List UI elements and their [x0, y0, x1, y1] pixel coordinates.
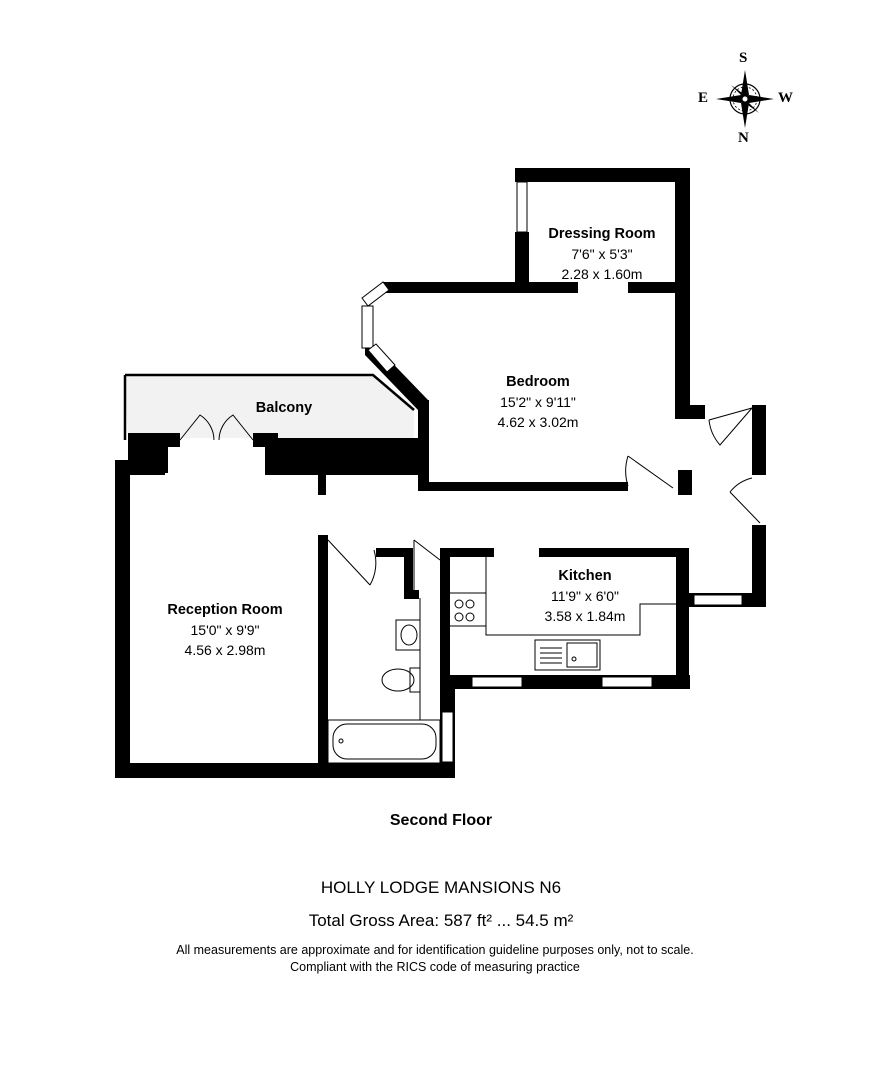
bedroom-label: Bedroom 15'2" x 9'11" 4.62 x 3.02m [468, 372, 608, 432]
reception-room-label: Reception Room 15'0" x 9'9" 4.56 x 2.98m [150, 600, 300, 660]
compass-east-label: E [698, 90, 709, 106]
total-gross-area: Total Gross Area: 587 ft² ... 54.5 m² [308, 911, 574, 930]
bedroom-name: Bedroom [506, 374, 570, 390]
balcony-name: Balcony [255, 400, 313, 416]
dressing-room-metric: 2.28 x 1.60m [561, 266, 643, 282]
balcony-area [123, 373, 415, 440]
doors [179, 407, 761, 590]
dressing-room-label: Dressing Room 7'6" x 5'3" 2.28 x 1.60m [532, 224, 672, 284]
property-name: HOLLY LODGE MANSIONS N6 [320, 878, 562, 897]
kitchen-label: Kitchen 11'9" x 6'0" 3.58 x 1.84m [515, 566, 655, 626]
compass-north-label: N [738, 130, 749, 146]
compass-west-label: W [778, 90, 793, 106]
bathroom-fittings [327, 598, 441, 764]
reception-room-name: Reception Room [167, 602, 283, 618]
bedroom-imperial: 15'2" x 9'11" [500, 394, 576, 410]
windows [361, 181, 743, 763]
kitchen-imperial: 11'9" x 6'0" [551, 588, 619, 604]
reception-room-metric: 4.56 x 2.98m [184, 642, 266, 658]
floor-title: Second Floor [389, 812, 493, 829]
disclaimer-line-2: Compliant with the RICS code of measurin… [290, 960, 580, 974]
disclaimer-line-1: All measurements are approximate and for… [176, 943, 694, 957]
bedroom-metric: 4.62 x 3.02m [497, 414, 579, 430]
compass-icon [716, 70, 774, 128]
balcony-label: Balcony [224, 398, 344, 418]
kitchen-metric: 3.58 x 1.84m [544, 608, 626, 624]
kitchen-name: Kitchen [558, 568, 612, 584]
reception-room-imperial: 15'0" x 9'9" [190, 622, 260, 638]
dressing-room-imperial: 7'6" x 5'3" [571, 246, 633, 262]
dressing-room-name: Dressing Room [548, 226, 656, 242]
compass-south-label: S [739, 50, 748, 66]
kitchen-fittings [448, 557, 676, 671]
